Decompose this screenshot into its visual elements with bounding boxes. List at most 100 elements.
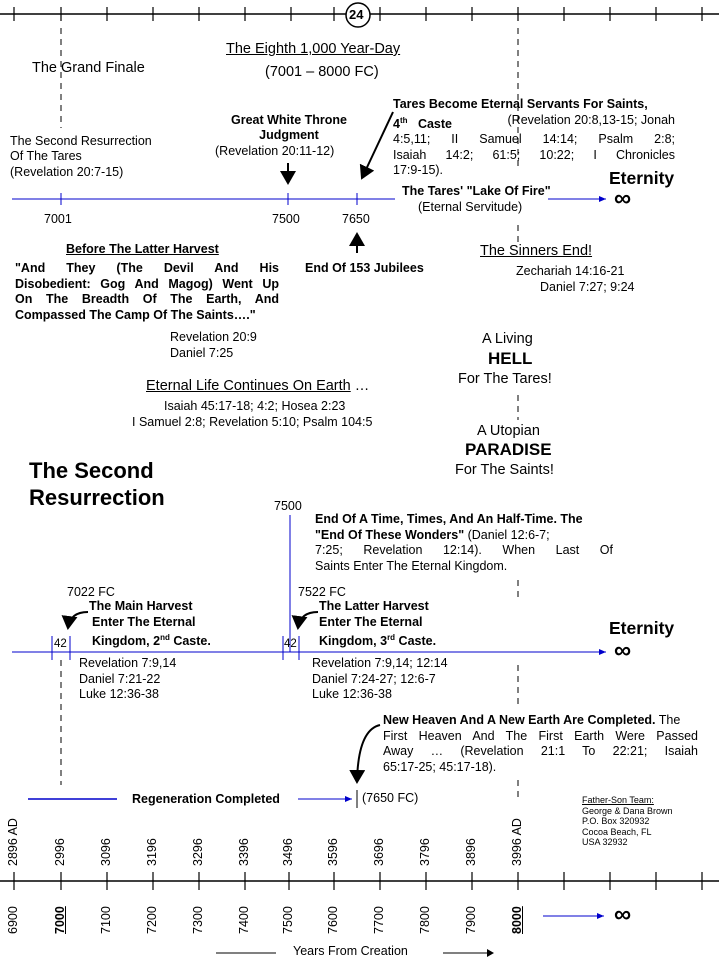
tares-servants-title: Tares Become Eternal Servants For Saints… xyxy=(393,97,648,111)
living-label: A Living xyxy=(482,331,533,347)
fc-year-label: 8000 xyxy=(510,906,524,934)
ad-year-label: 3196 xyxy=(145,838,159,866)
big-title-line-1: The Second xyxy=(29,458,154,483)
ad-year-label: 3896 xyxy=(464,838,478,866)
credits-block: Father-Son Team: George & Dana Brown P.O… xyxy=(582,795,673,848)
forty-two-label-latter: 42 xyxy=(284,638,297,650)
great-white-throne-label: Great White Throne Judgment xyxy=(231,113,347,142)
quote-line-4: Compassed The Camp Of The Saints…." xyxy=(15,307,256,322)
latter-harvest-refs: Revelation 7:9,14; 12:14 Daniel 7:24-27;… xyxy=(312,656,448,703)
ad-year-label: 3096 xyxy=(99,838,113,866)
end-time-line-1: End Of A Time, Times, And An Half-Time. … xyxy=(315,512,583,526)
fc-year-label: 7000 xyxy=(53,906,67,934)
end-time-line-4: Saints Enter The Eternal Kingdom. xyxy=(315,558,508,573)
end-time-line-3: 7:25; Revelation 12:14). When Last Of xyxy=(315,543,613,557)
main-ref-2: Daniel 7:21-22 xyxy=(79,671,161,686)
eternal-life-ellipsis: … xyxy=(350,378,370,394)
page-title: The Eighth 1,000 Year-Day xyxy=(226,41,401,57)
tick-label-7650: 7650 xyxy=(342,212,370,226)
end-of-time-block: End Of A Time, Times, And An Half-Time. … xyxy=(315,512,613,574)
end-time-line-2: "End Of These Wonders" xyxy=(315,527,465,542)
fc-7650-label: (7650 FC) xyxy=(362,791,419,805)
lake-of-fire-label: The Tares' "Lake Of Fire" xyxy=(402,184,551,198)
main-ref-1: Revelation 7:9,14 xyxy=(79,656,177,670)
ad-year-label: 3996 AD xyxy=(510,818,524,866)
fc-7022-label: 7022 FC xyxy=(67,585,115,599)
latter-harvest-block: The Latter Harvest Enter The Eternal Kin… xyxy=(319,599,436,650)
new-heaven-block: New Heaven And A New Earth Are Completed… xyxy=(383,713,698,775)
main-harvest-sup: nd xyxy=(160,633,170,642)
page-number: 24 xyxy=(349,7,364,22)
tares-caste-sup: th xyxy=(399,115,408,125)
fc-year-label: 7100 xyxy=(99,906,113,934)
regeneration-label: Regeneration Completed xyxy=(132,792,280,806)
second-resurrection-ref: (Revelation 20:7-15) xyxy=(10,165,124,179)
hell-label: HELL xyxy=(488,349,533,368)
utopian-label: A Utopian xyxy=(477,423,540,439)
grand-finale-label: The Grand Finale xyxy=(32,60,145,76)
quote-ref-2: Daniel 7:25 xyxy=(170,346,234,360)
tares-refs-3: Isaiah 14:2; 61:5; 10:22; I Chronicles xyxy=(393,147,675,162)
new-heaven-line-2: First Heaven And The First Earth Were Pa… xyxy=(383,728,698,743)
axis-title: Years From Creation xyxy=(293,944,408,958)
sinners-ref-2: Daniel 7:27; 9:24 xyxy=(540,280,635,294)
quote-line-3: On The Breadth Of The Earth, And xyxy=(15,292,279,306)
tares-refs-1: (Revelation 20:8,13-15; Jonah xyxy=(507,112,675,127)
tares-refs-2: 4:5,11; II Samuel 14:14; Psalm 2:8; xyxy=(393,132,675,147)
eternal-life-ref-2: I Samuel 2:8; Revelation 5:10; Psalm 104… xyxy=(132,415,373,429)
infinity-icon-top: ∞ xyxy=(614,185,632,212)
tares-caste-word: Caste xyxy=(417,116,452,131)
eternity-label-top: Eternity xyxy=(609,168,675,188)
main-harvest-line-1: The Main Harvest xyxy=(89,599,193,613)
credits-box: P.O. Box 320932 xyxy=(582,816,650,826)
fc-year-label: 7800 xyxy=(418,906,432,934)
main-harvest-line-3: Kingdom, 2 xyxy=(92,634,161,649)
ad-year-label: 3796 xyxy=(418,838,432,866)
label-7500-lower: 7500 xyxy=(274,499,302,513)
latter-ref-3: Luke 12:36-38 xyxy=(312,687,392,701)
fc-year-label: 7300 xyxy=(191,906,205,934)
gog-magog-quote: "And They (The Devil And His Disobedient… xyxy=(15,261,279,323)
eternal-life-heading: Eternal Life Continues On Earth … xyxy=(146,378,369,395)
tares-servants-block: Tares Become Eternal Servants For Saints… xyxy=(393,97,675,179)
main-harvest-line-2: Enter The Eternal xyxy=(92,614,196,629)
fc-year-label: 7500 xyxy=(281,906,295,934)
credits-zip: USA 32932 xyxy=(582,837,628,847)
quote-ref-1: Revelation 20:9 xyxy=(170,330,257,344)
new-heaven-line-3: Away … (Revelation 21:1 To 22:21; Isaiah xyxy=(383,744,698,758)
tares-refs-4: 17:9-15). xyxy=(393,163,444,178)
main-harvest-refs: Revelation 7:9,14 Daniel 7:21-22 Luke 12… xyxy=(79,656,176,703)
fc-year-label: 7600 xyxy=(326,906,340,934)
latter-harvest-sup: rd xyxy=(387,633,396,642)
credits-team: Father-Son Team: xyxy=(582,795,654,805)
ad-year-label: 3696 xyxy=(372,838,386,866)
sinners-end-heading: The Sinners End! xyxy=(480,243,593,259)
ad-year-label: 3296 xyxy=(191,838,205,866)
tick-label-7500: 7500 xyxy=(272,212,300,226)
fc-year-label: 7900 xyxy=(464,906,478,934)
sinners-ref-1: Zechariah 14:16-21 xyxy=(516,264,625,278)
latter-harvest-line-2: Enter The Eternal xyxy=(319,614,423,629)
fc-year-label: 7200 xyxy=(145,906,159,934)
tick-label-7001: 7001 xyxy=(44,212,72,226)
main-harvest-block: The Main Harvest Enter The Eternal Kingd… xyxy=(89,599,211,650)
tares-caste-number: 4 xyxy=(393,116,400,131)
quote-line-2: Disobedient: Gog And Magog) Went Up xyxy=(15,276,279,291)
fc-year-label: 6900 xyxy=(6,906,20,934)
eternity-label-lower: Eternity xyxy=(609,618,675,638)
infinity-icon-lower: ∞ xyxy=(614,637,632,664)
fc-year-label: 7400 xyxy=(237,906,251,934)
eternal-servitude-label: (Eternal Servitude) xyxy=(418,200,523,214)
before-harvest-heading: Before The Latter Harvest xyxy=(66,242,219,256)
main-ref-3: Luke 12:36-38 xyxy=(79,687,159,701)
latter-ref-2: Daniel 7:24-27; 12:6-7 xyxy=(312,671,436,686)
end-time-line-2b: (Daniel 12:6-7; xyxy=(464,527,550,542)
infinity-icon-bottom: ∞ xyxy=(614,901,632,928)
latter-ref-1: Revelation 7:9,14; 12:14 xyxy=(312,656,448,670)
second-resurrection-label: The Second Resurrection Of The Tares xyxy=(10,134,152,163)
new-heaven-line-4: 65:17-25; 45:17-18). xyxy=(383,759,497,774)
big-title-line-2: Resurrection xyxy=(29,485,165,510)
eternal-life-title: Eternal Life Continues On Earth xyxy=(146,378,351,394)
new-heaven-line-1b: The xyxy=(655,713,681,727)
ad-year-label: 3496 xyxy=(281,838,295,866)
